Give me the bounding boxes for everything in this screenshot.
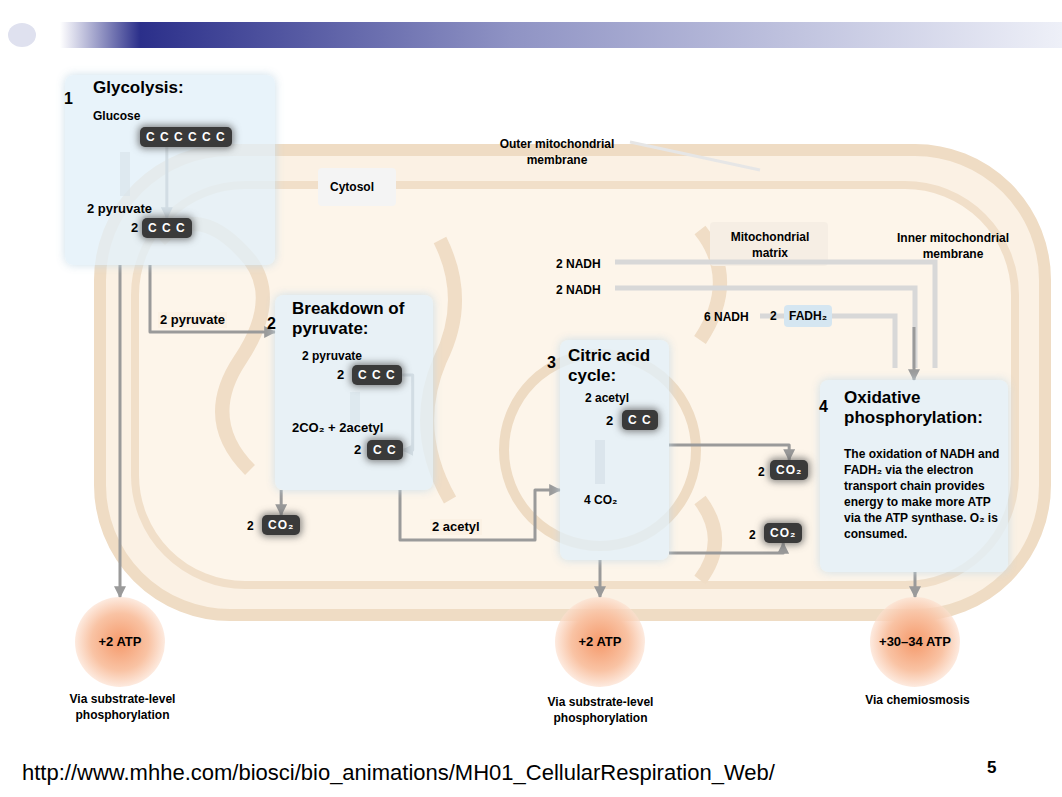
flow-arrow [913,327,916,380]
stage-title: Breakdown of pyruvate: [292,299,427,339]
stage-box: Breakdown of pyruvate: 2 pyruvate 2 2CO₂ + … [275,295,433,490]
count-label: 2 [247,518,254,534]
nadh-label: 2 NADH [556,256,601,272]
stage-description: The oxidation of NADH and FADH₂ via the … [844,446,1002,542]
carbon-chain: C C C [352,365,402,385]
node-text: C C [628,413,652,427]
node-text: C C C [148,221,186,235]
atp-yield: +30–34 ATP [870,597,960,687]
stage-box: Citric acid cycle: 2 acetyl 2 4 CO₂ C C [560,340,669,560]
process-note: Via substrate-level phosphorylation [50,691,195,723]
carbon-chain: C C [622,410,658,430]
flow-arrow [280,490,283,515]
flow-arrow [669,445,789,460]
carbon-chain: C C C [142,218,192,238]
stage-title: Oxidative phosphorylation: [844,388,999,428]
source-url: http://www.mhhe.com/biosci/bio_animation… [22,760,775,786]
atp-yield: +2 ATP [555,597,645,687]
molecule-label: 2 pyruvate [87,201,152,217]
count-label: 2 [770,308,777,324]
flow-arrow [400,490,560,540]
node-text: CO₂ [268,518,294,532]
stage-title: Glycolysis: [93,78,263,98]
callout-number: 3 [547,355,556,371]
node-text: +2 ATP [99,634,142,650]
node-text: CO₂ [776,463,802,477]
edge-label: 2 acetyl [430,519,482,535]
co2-molecule: CO₂ [262,515,300,535]
flow-arrow [119,265,122,597]
page-number: 5 [987,757,996,778]
node-text: +30–34 ATP [879,634,951,650]
atp-yield: +2 ATP [75,597,165,687]
node-text: C C [373,443,397,457]
molecule-label: Glucose [93,108,140,124]
flow-arrow [669,543,783,553]
node-text: C C C [358,368,396,382]
carbon-chain: C C [367,440,403,460]
molecule-label: 2 pyruvate [302,348,362,364]
node-text: FADH₂ [789,309,827,323]
callout-number: 1 [64,91,73,107]
stage-title: Citric acid cycle: [568,346,663,386]
count-label: 2 [131,220,138,236]
node-text: +2 ATP [579,634,622,650]
count-label: 2 [354,442,361,458]
callout-number: 4 [819,399,828,415]
molecule-label: 2CO₂ + 2acetyl [292,420,383,436]
region-label: Cytosol [330,179,374,195]
nadh-label: 2 NADH [556,282,601,298]
node-text: CO₂ [770,526,796,540]
electron-carrier: FADH₂ [784,305,832,327]
nadh-label: 6 NADH [704,309,749,325]
count-label: 2 [749,527,756,543]
flow-arrow [914,572,917,597]
flow-arrow [150,265,275,332]
stage-box: Oxidative phosphorylation: The oxidation … [820,380,1008,572]
process-note: Via chemiosmosis [845,692,990,708]
edge-label: 2 pyruvate [158,312,227,328]
count-label: 2 [337,367,344,383]
count-label: 2 [606,413,613,429]
region-label: Outer mitochondrial membrane [482,136,632,168]
stage-box: Glycolysis: Glucose 2 pyruvate 2 C C C C C C… [65,75,275,265]
node-text: C C C C C C [146,130,226,144]
co2-molecule: CO₂ [764,523,802,543]
molecule-label: 4 CO₂ [584,492,617,508]
molecule-label: 2 acetyl [585,390,629,406]
carbon-chain: C C C C C C [140,127,232,147]
region-label: Mitochondrial matrix [714,229,826,261]
count-label: 2 [758,464,765,480]
callout-number: 2 [267,316,276,332]
co2-molecule: CO₂ [770,460,808,480]
region-label: Inner mitochondrial membrane [878,230,1028,262]
process-note: Via substrate-level phosphorylation [528,694,673,726]
flow-arrow [599,560,602,597]
